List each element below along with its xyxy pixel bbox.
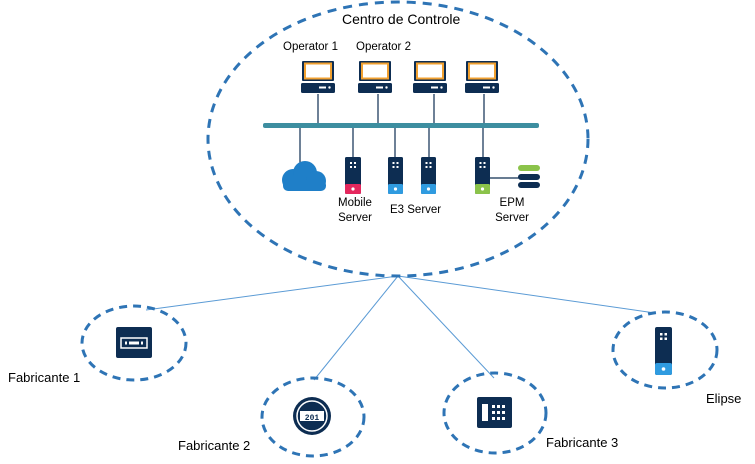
- epm-server-label-line1: EPM: [499, 197, 525, 209]
- database-icon: [518, 165, 540, 188]
- e3-server-label: E3 Server: [390, 204, 442, 216]
- e3-server-icon-2: [421, 157, 436, 194]
- fabricante-2-label: Fabricante 2: [178, 438, 251, 453]
- fabricante-1-label: Fabricante 1: [8, 370, 81, 385]
- operator-2-label: Operator 2: [356, 41, 411, 53]
- io-module-icon: [477, 397, 512, 428]
- epm-server-label-line2: Server: [495, 212, 529, 224]
- fabricante-3-label: Fabricante 3: [546, 435, 619, 450]
- workstation-2-icon: [358, 61, 392, 93]
- panel-meter-icon: [116, 327, 152, 358]
- fabricante-3-boundary: [442, 371, 548, 455]
- link-fabricante-1: [145, 275, 399, 311]
- fabricante-1-boundary: [80, 304, 188, 382]
- epm-server-icon: [475, 157, 490, 194]
- workstation-4-icon: [465, 61, 499, 93]
- operator-1-label: Operator 1: [283, 41, 338, 53]
- link-elipse: [397, 275, 656, 314]
- mobile-server-icon: [345, 157, 361, 194]
- link-fabricante-2: [313, 275, 399, 381]
- control-center-title: Centro de Controle: [342, 11, 461, 27]
- mobile-server-label: Mobile Server: [335, 196, 375, 226]
- elipse-boundary: [611, 310, 719, 390]
- mobile-server-label-line2: Server: [338, 212, 372, 224]
- control-center-boundary: [206, 0, 590, 278]
- epm-server-label: EPM Server: [494, 196, 530, 226]
- network-bus: [263, 123, 539, 128]
- elipse-label: Elipse: [706, 391, 742, 406]
- fabricante-2-boundary: [260, 376, 366, 458]
- workstation-1-icon: [301, 61, 335, 93]
- wan-links: [145, 275, 656, 381]
- link-fabricante-3: [397, 275, 495, 379]
- mobile-server-label-line1: Mobile: [338, 197, 372, 209]
- cloud-icon: [282, 161, 326, 191]
- e3-server-icon-1: [388, 157, 403, 194]
- bus-connectors: [299, 94, 522, 179]
- meter-display-text: 201: [305, 414, 320, 423]
- elipse-server-icon: [655, 327, 672, 375]
- round-meter-icon: [293, 397, 331, 435]
- workstation-3-icon: [413, 61, 447, 93]
